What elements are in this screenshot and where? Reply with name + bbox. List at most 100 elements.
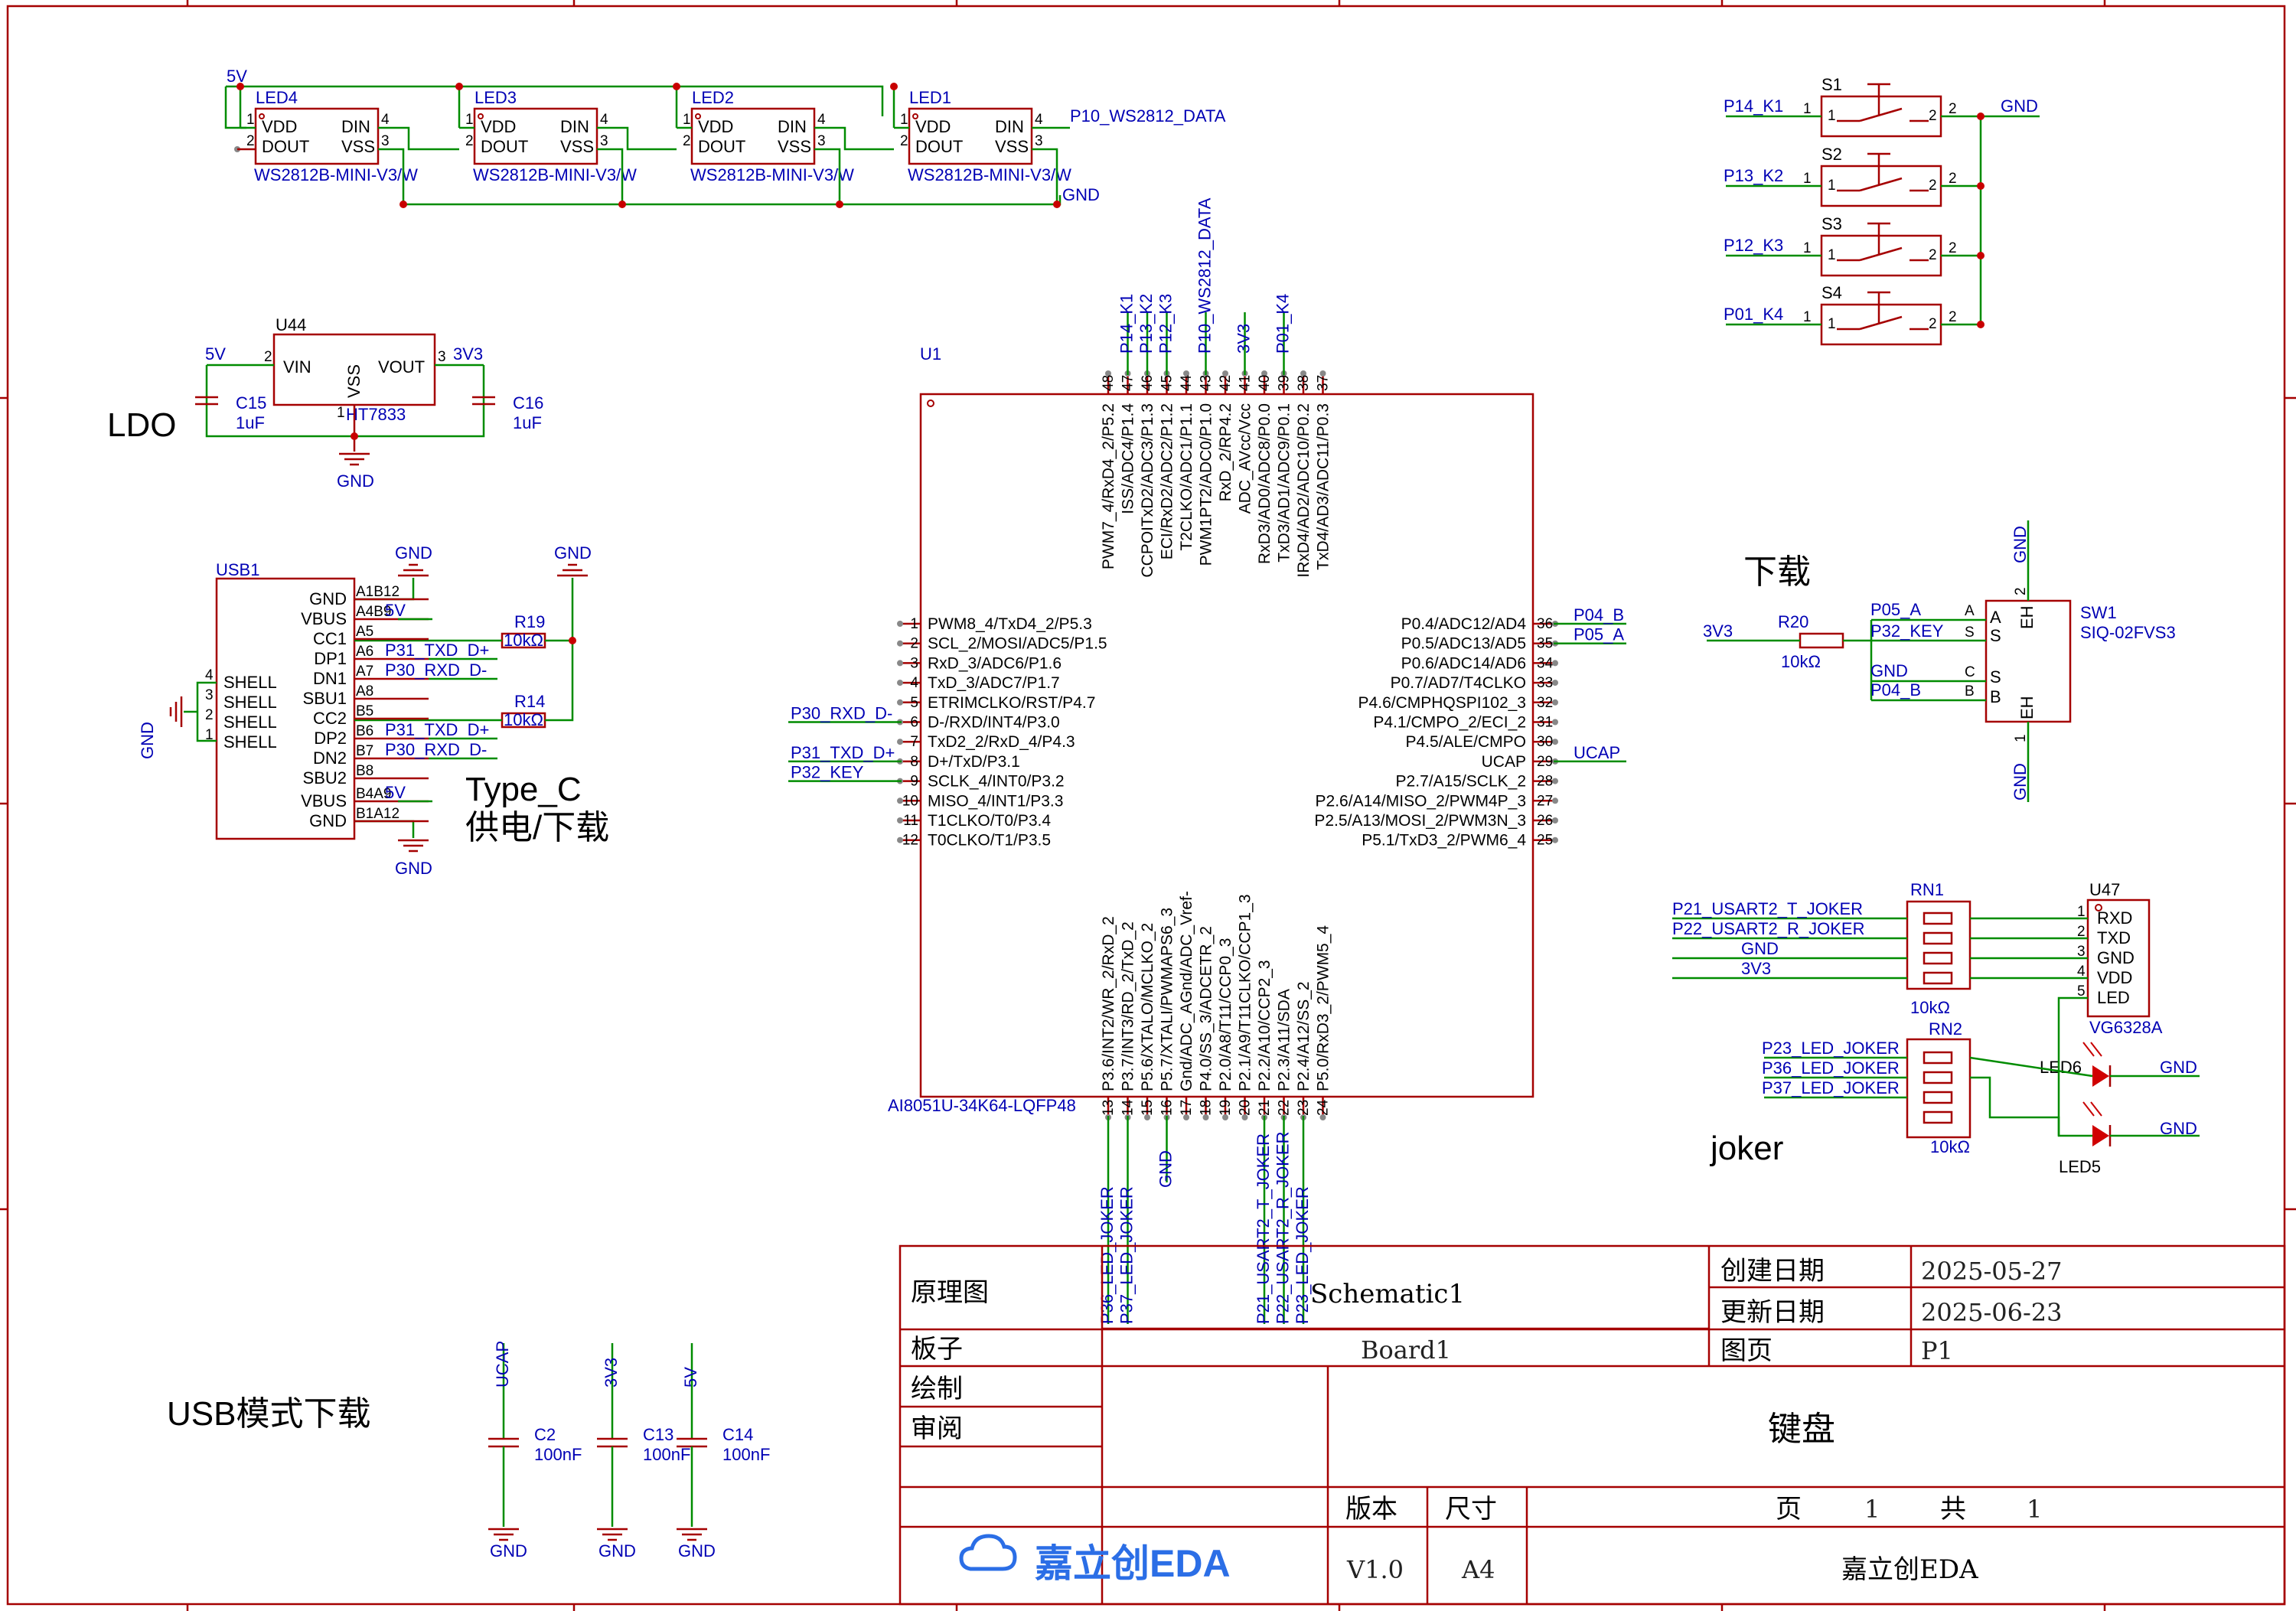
mcu-pin-number: 15 <box>1140 1100 1156 1116</box>
led-part: WS2812B-MINI-V3/W <box>473 165 637 184</box>
sw1-gnd-bottom: GND <box>2011 763 2030 801</box>
tb-version: V1.0 <box>1346 1555 1404 1584</box>
usb-shell-number: 3 <box>205 687 214 703</box>
led-dout-pin: DOUT <box>698 137 745 156</box>
mcu-pin-number: 46 <box>1140 375 1156 391</box>
mcu-pin-name: IRxD4/AD2/ADC10/P0.2 <box>1295 403 1313 578</box>
led-din-pin: DIN <box>560 117 589 136</box>
mcu-pin-number: 22 <box>1277 1100 1293 1116</box>
mcu-pin-number: 4 <box>910 675 918 691</box>
led-pin1: 1 <box>465 112 474 128</box>
mcu-pin-number: 1 <box>910 616 918 632</box>
mcu-pin-number: 45 <box>1159 375 1176 391</box>
usb-pin-name: SBU1 <box>303 689 347 708</box>
usb-net-label: 5V <box>385 601 406 620</box>
mcu-pin-name: P0.6/ADC14/AD6 <box>1401 654 1526 672</box>
switch-net: P12_K3 <box>1724 236 1783 255</box>
ldo-pin2: 2 <box>264 349 272 365</box>
cap-net: 3V3 <box>602 1358 621 1388</box>
led-ref: LED4 <box>256 88 298 107</box>
led-net-gnd: GND <box>1062 185 1100 204</box>
mcu-net-label: UCAP <box>1574 743 1620 762</box>
tb-label-drawn: 绘制 <box>911 1374 963 1404</box>
mcu-pin-name: P0.7/AD7/T4CLKO <box>1391 674 1526 692</box>
led-net-data: P10_WS2812_DATA <box>1070 106 1226 126</box>
switch-pin2-inner: 2 <box>1929 108 1937 124</box>
usb-pin-name: GND <box>309 811 347 830</box>
ldo-vin-pin: VIN <box>283 357 311 377</box>
mcu-pin-number: 11 <box>903 813 918 829</box>
rn2-net: P36_LED_JOKER <box>1762 1058 1900 1078</box>
r19-value: 10kΩ <box>504 631 543 650</box>
usb-pin-number: B8 <box>356 763 373 779</box>
sw1-inner-a: A <box>1990 608 2001 627</box>
rn1-value: 10kΩ <box>1910 998 1950 1017</box>
r19-ref: R19 <box>514 612 545 631</box>
mcu-pin-number: 13 <box>1101 1100 1117 1116</box>
mcu-pin-name: P0.4/ADC12/AD4 <box>1401 615 1527 633</box>
u47-pin-name: LED <box>2097 988 2130 1007</box>
mcu-pin-name: ETRIMCLKO/RST/P4.7 <box>928 694 1095 712</box>
mcu-net-label: P22_USART2_R_JOKER <box>1274 1132 1293 1325</box>
switch-gnd: GND <box>2001 96 2038 116</box>
rn1-net: P21_USART2_T_JOKER <box>1672 899 1863 918</box>
usb-pin-number: B4A9 <box>356 786 391 802</box>
mcu-pin-name: TxD4/AD3/ADC11/P0.3 <box>1315 403 1332 570</box>
rn1-net: P22_USART2_R_JOKER <box>1672 919 1865 938</box>
led-vdd-pin: VDD <box>262 117 297 136</box>
switch-pin2-inner: 2 <box>1929 247 1937 263</box>
led-dout-pin: DOUT <box>481 137 528 156</box>
rn2-net: P23_LED_JOKER <box>1762 1039 1900 1058</box>
cap-value: 100nF <box>643 1445 690 1464</box>
mcu-pin-number: 24 <box>1316 1099 1332 1116</box>
led-dout-pin: DOUT <box>915 137 963 156</box>
mcu-pin-number: 17 <box>1179 1100 1195 1116</box>
mcu-pin-number: 23 <box>1296 1100 1312 1116</box>
cap-net: UCAP <box>493 1341 512 1388</box>
led-ref: LED1 <box>909 88 951 107</box>
r14-ref: R14 <box>514 692 545 711</box>
led-din-pin: DIN <box>341 117 370 136</box>
tb-label-updated: 更新日期 <box>1720 1297 1825 1328</box>
led-pin2: 2 <box>246 133 255 149</box>
led-vss-pin: VSS <box>341 137 375 156</box>
mcu-pin-name: P2.4/A12/SS_2 <box>1295 981 1313 1091</box>
led-ref: LED3 <box>475 88 517 107</box>
mcu-pin-number: 7 <box>910 734 918 750</box>
type-c-sub-annotation: 供电/下载 <box>465 809 609 846</box>
mcu-pin-name: T1CLKO/T0/P3.4 <box>928 812 1051 830</box>
mcu-pin-name: PWM8_4/TxD4_2/P5.3 <box>928 615 1092 633</box>
mcu-part: AI8051U-34K64-LQFP48 <box>888 1096 1076 1115</box>
mcu-pin-name: T2CLKO/ADC1/P1.1 <box>1178 403 1195 551</box>
tb-page-num: 1 <box>1864 1495 1880 1524</box>
mcu-pin-number: 47 <box>1120 375 1137 391</box>
switch-body <box>1820 234 1942 277</box>
mcu-net-label: P37_LED_JOKER <box>1117 1186 1137 1324</box>
sw1-net-s: P32_KEY <box>1870 621 1944 641</box>
mcu-pin-name: TxD_3/ADC7/P1.7 <box>928 674 1060 692</box>
title-block: 原理图 Schematic1 板子 Board1 绘制 审阅 创建日期 2025… <box>899 1244 2286 1606</box>
switch-ref: S4 <box>1821 283 1842 302</box>
tb-sheet-title: 键盘 <box>1768 1410 1835 1449</box>
mcu-pin-number: 41 <box>1238 375 1254 391</box>
led-pin3: 3 <box>1035 133 1043 149</box>
switch-pin1-inner: 1 <box>1828 178 1836 194</box>
switch-pin1-inner: 1 <box>1828 316 1836 332</box>
led-pin1: 1 <box>246 112 255 128</box>
usb-pin-number: B7 <box>356 743 373 759</box>
mcu-pin-number: 16 <box>1159 1100 1176 1116</box>
led-ref: LED2 <box>692 88 734 107</box>
rn2-value: 10kΩ <box>1930 1137 1970 1156</box>
mcu-pin-number: 35 <box>1537 636 1553 652</box>
usb1-body <box>215 577 356 840</box>
mcu-pin-number: 9 <box>910 774 918 790</box>
usb-gnd-top: GND <box>395 543 432 563</box>
mcu-pin-number: 30 <box>1537 734 1553 750</box>
tb-schematic-name: Schematic1 <box>1310 1279 1465 1309</box>
cap-gnd: GND <box>598 1541 636 1560</box>
sw1-net-c: GND <box>1870 661 1908 680</box>
usb-pin-name: SBU2 <box>303 768 347 788</box>
mcu-net-label: P30_RXD_D- <box>791 704 892 723</box>
